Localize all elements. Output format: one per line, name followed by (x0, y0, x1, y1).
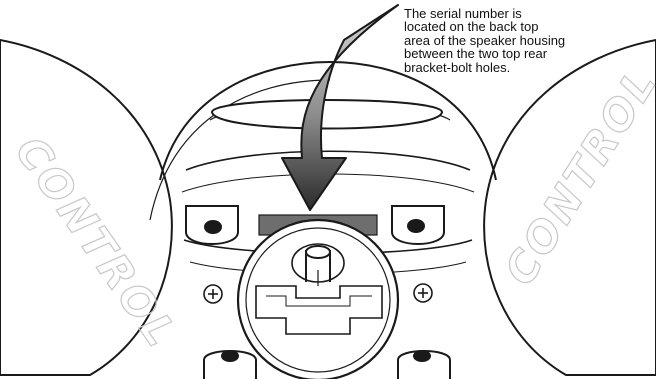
serial-number-note: The serial number is located on the back… (404, 7, 654, 74)
note-line: located on the back top (404, 20, 654, 33)
left-screw-icon (204, 285, 222, 303)
note-line: between the two top rear (404, 47, 654, 60)
note-line: bracket-bolt holes. (404, 61, 654, 74)
top-slot (212, 100, 442, 129)
right-bracket-bolt-hole (392, 206, 444, 244)
note-line: area of the speaker housing (404, 34, 654, 47)
right-speaker: CONTROL (484, 40, 656, 375)
left-lower-bolt-hole (204, 350, 256, 379)
note-line: The serial number is (404, 7, 654, 20)
left-bracket-bolt-hole (186, 206, 238, 244)
left-speaker: CONTROL (0, 40, 187, 375)
right-lower-bolt-hole (398, 350, 450, 379)
right-screw-icon (414, 284, 432, 302)
mounting-cup (238, 220, 398, 379)
